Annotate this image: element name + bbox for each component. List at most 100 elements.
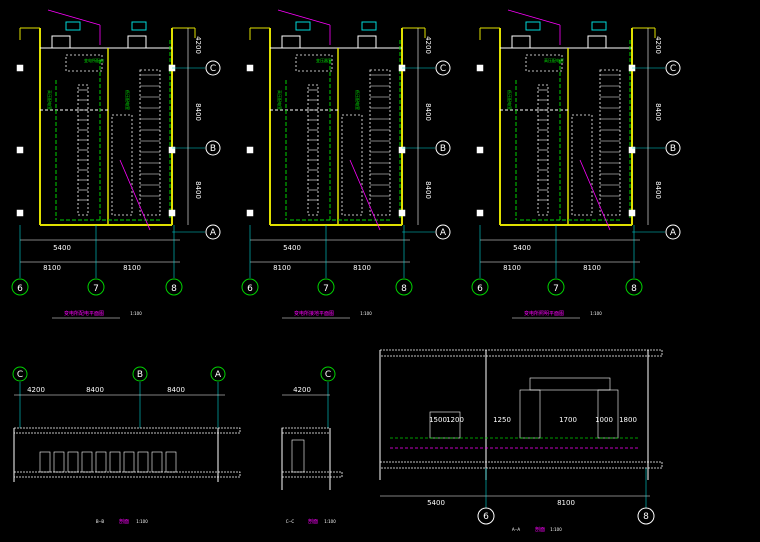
axis-bubble	[637, 507, 655, 525]
section-title: B--B	[96, 519, 104, 524]
cabinet-row	[537, 84, 549, 216]
axis-bubble	[320, 366, 336, 382]
switchgear-cabinet	[137, 451, 149, 473]
axis-bubble-B	[665, 140, 681, 156]
switchgear-cabinet	[53, 451, 65, 473]
cabinet-row	[111, 114, 133, 216]
dim-label: 1000	[595, 416, 613, 424]
room-label: 高压配电室	[47, 90, 53, 110]
section-suffix: 剖面	[119, 518, 129, 525]
axis-bubble-6	[241, 278, 259, 296]
axis-label: 8	[171, 284, 177, 294]
axis-bubble-C	[205, 60, 221, 76]
room-label: 低压配电室	[125, 90, 131, 110]
plan-scale: 1:100	[360, 311, 372, 316]
louver-icon	[295, 21, 311, 31]
dim-label: 8400	[86, 386, 104, 394]
louver-icon	[361, 21, 377, 31]
section-scale: 1:100	[550, 527, 562, 532]
leader-line	[579, 159, 611, 231]
cabinet-row	[525, 54, 563, 72]
leader-line	[349, 159, 381, 231]
dim-label: 1250	[493, 416, 511, 424]
switchgear-cabinet	[67, 451, 79, 473]
axis-bubble-6	[11, 278, 29, 296]
switchgear-cabinet	[81, 451, 93, 473]
dim-label: 8100	[273, 264, 291, 272]
dim-label: 8100	[503, 264, 521, 272]
cabinet-row	[77, 84, 89, 216]
column-marker	[246, 146, 254, 154]
switchgear-cabinet	[151, 451, 163, 473]
room-label: 高压配电室	[277, 90, 283, 110]
axis-label: 8	[631, 284, 637, 294]
axis-label: 7	[93, 284, 99, 294]
dim-label: 8400	[194, 103, 202, 121]
dim-label: 1800	[619, 416, 637, 424]
dim-label: 5400	[53, 244, 71, 252]
axis-bubble-8	[165, 278, 183, 296]
column-marker	[398, 146, 406, 154]
transformer-bay	[51, 35, 71, 49]
plan-title: 变电所接地平面图	[294, 310, 334, 317]
cabinet-row	[571, 114, 593, 216]
axis-label: A	[215, 370, 222, 380]
cabinet-row	[341, 114, 363, 216]
axis-label: C	[210, 64, 216, 74]
dim-label: 8100	[353, 264, 371, 272]
plan-title: 变电所照明平面图	[524, 310, 564, 317]
leader-line	[277, 9, 331, 26]
axis-bubble-A	[205, 224, 221, 240]
axis-bubble-6	[471, 278, 489, 296]
column-marker	[16, 209, 24, 217]
dim-label: 1700	[559, 416, 577, 424]
floor-slab	[13, 471, 241, 478]
axis-label: B	[137, 370, 143, 380]
roof-slab	[281, 427, 331, 434]
switchgear-cabinet	[39, 451, 51, 473]
dim-label: 1200	[446, 416, 464, 424]
axis-label: 7	[553, 284, 559, 294]
axis-bubble	[132, 366, 148, 382]
switchgear-cabinet	[95, 451, 107, 473]
dim-label: 4200	[293, 386, 311, 394]
dim-label: 8400	[424, 103, 432, 121]
axis-label: 8	[643, 512, 649, 522]
transformer	[597, 389, 619, 439]
room-label: 低压配电室	[355, 90, 361, 110]
section-scale: 1:100	[324, 519, 336, 524]
axis-bubble	[210, 366, 226, 382]
louver-icon	[525, 21, 541, 31]
axis-label: A	[670, 228, 677, 238]
axis-label: A	[440, 228, 447, 238]
floor-slab	[281, 471, 343, 478]
column-marker	[16, 64, 24, 72]
switchgear-cabinet	[165, 451, 177, 473]
roof-slab	[13, 427, 241, 434]
column-marker	[168, 209, 176, 217]
room-label: 低压配电室	[507, 90, 513, 110]
axis-bubble-C	[435, 60, 451, 76]
axis-bubble	[12, 366, 28, 382]
axis-label: 6	[17, 284, 23, 294]
axis-label: 6	[477, 284, 483, 294]
dim-label: 4200	[654, 36, 662, 54]
transformer-bay	[357, 35, 377, 49]
axis-label: 6	[483, 512, 489, 522]
axis-label: C	[17, 370, 23, 380]
cabinet-row	[65, 54, 103, 72]
plan-scale: 1:100	[130, 311, 142, 316]
cabinet-row	[307, 84, 319, 216]
column-marker	[246, 209, 254, 217]
dim-label: 5400	[283, 244, 301, 252]
leader-line	[507, 9, 561, 26]
transformer-bay	[281, 35, 301, 49]
switchgear-cabinet	[123, 451, 135, 473]
section-title: A--A	[512, 527, 520, 532]
axis-label: 6	[247, 284, 253, 294]
dim-label: 8400	[194, 181, 202, 199]
section-suffix: 剖面	[535, 526, 545, 533]
